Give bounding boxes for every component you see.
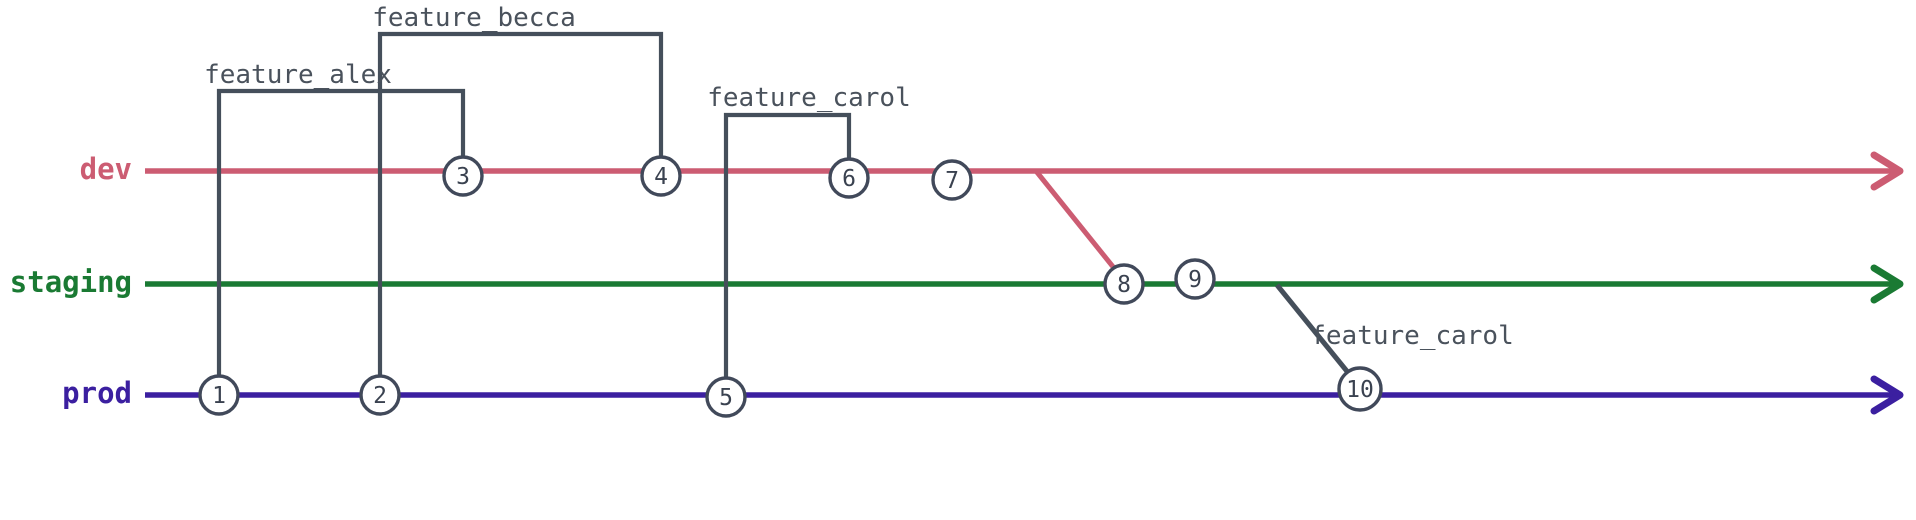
commit-label-2: 2 xyxy=(373,383,387,409)
commit-node-2[interactable]: 2 xyxy=(359,374,401,416)
feature-branch-path-alex xyxy=(216,88,466,395)
commit-label-1: 1 xyxy=(212,383,226,409)
arrowhead-dev xyxy=(1870,151,1904,191)
commit-label-9: 9 xyxy=(1188,267,1202,293)
lane-lines xyxy=(145,168,1900,398)
feature-label-carol: feature_carol xyxy=(707,83,911,113)
feature-label-carol-staging: feature_carol xyxy=(1310,321,1514,351)
feature-label-becca: feature_becca xyxy=(372,3,576,33)
feature-label-alex: feature_alex xyxy=(204,60,392,90)
merge-path-dev-to-staging xyxy=(1034,169,1120,275)
commit-label-5: 5 xyxy=(719,385,733,411)
commit-circle-6[interactable] xyxy=(828,157,870,199)
commit-node-5[interactable]: 5 xyxy=(705,376,747,418)
commit-circle-8[interactable] xyxy=(1103,263,1145,305)
merge-paths xyxy=(1034,169,1352,377)
feature-branch-path-carol xyxy=(723,112,852,397)
commit-label-7: 7 xyxy=(945,168,959,194)
commit-label-8: 8 xyxy=(1117,272,1131,298)
commit-nodes: 1 2 3 4 5 6 7 xyxy=(198,155,1383,418)
feature-branch-labels: feature_alex feature_becca feature_carol… xyxy=(204,3,1514,351)
commit-circle-10[interactable] xyxy=(1337,366,1383,412)
commit-node-1[interactable]: 1 xyxy=(198,374,240,416)
commit-node-9[interactable]: 9 xyxy=(1174,258,1216,300)
arrowhead-staging xyxy=(1870,264,1904,304)
commit-circle-4[interactable] xyxy=(640,155,682,197)
commit-node-10[interactable]: 10 xyxy=(1337,366,1383,412)
commit-node-8[interactable]: 8 xyxy=(1103,263,1145,305)
commit-circle-9[interactable] xyxy=(1174,258,1216,300)
lane-label-dev: dev xyxy=(80,152,132,186)
branch-path-staging-to-prod xyxy=(1275,283,1352,377)
commit-node-4[interactable]: 4 xyxy=(640,155,682,197)
commit-circle-1[interactable] xyxy=(198,374,240,416)
lane-label-staging: staging xyxy=(10,265,132,299)
lane-arrowheads xyxy=(1870,151,1904,415)
commit-label-10: 10 xyxy=(1346,377,1374,403)
commit-node-3[interactable]: 3 xyxy=(442,155,484,197)
feature-branch-path-becca xyxy=(377,31,664,395)
commit-circle-2[interactable] xyxy=(359,374,401,416)
commit-label-3: 3 xyxy=(456,164,470,190)
lane-labels: dev staging prod xyxy=(10,152,132,410)
commit-node-7[interactable]: 7 xyxy=(931,159,973,201)
commit-node-6[interactable]: 6 xyxy=(828,157,870,199)
lane-label-prod: prod xyxy=(62,376,132,410)
commit-label-4: 4 xyxy=(654,164,668,190)
commit-circle-5[interactable] xyxy=(705,376,747,418)
arrowhead-prod xyxy=(1870,375,1904,415)
feature-branch-paths xyxy=(216,31,852,397)
commit-label-6: 6 xyxy=(842,166,856,192)
commit-circle-3[interactable] xyxy=(442,155,484,197)
commit-circle-7[interactable] xyxy=(931,159,973,201)
